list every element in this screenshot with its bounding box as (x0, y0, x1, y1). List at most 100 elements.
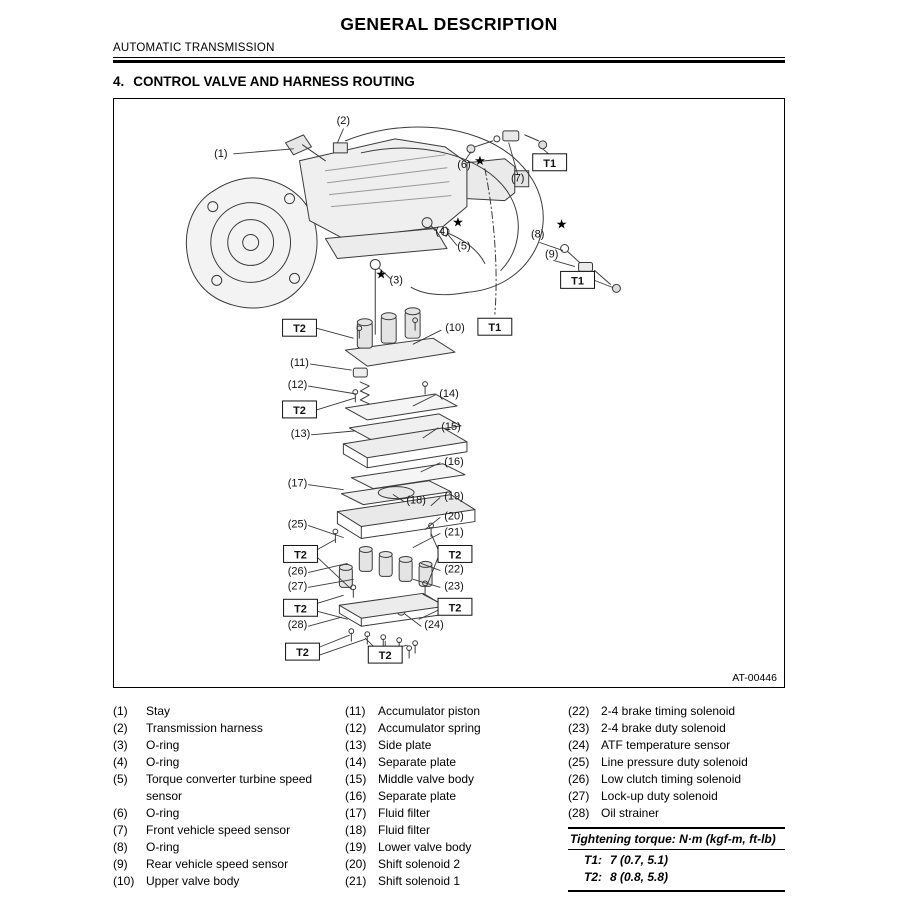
legend-item-label: O-ring (146, 738, 180, 752)
valve-body-stack (336, 307, 476, 627)
star-icon: ★ (556, 217, 568, 232)
torque-ref-box-t2: T2 (282, 318, 317, 337)
callout-26: (26) (288, 565, 307, 577)
legend-item-number: (26) (568, 772, 590, 786)
legend-item-number: (3) (113, 738, 128, 752)
legend-item-label: Fluid filter (378, 806, 431, 820)
legend-item-number: (28) (568, 806, 590, 820)
torque-row-key: T1: (584, 853, 602, 867)
legend-item-number: (14) (345, 755, 367, 769)
svg-text:T2: T2 (449, 549, 462, 561)
legend-item-label: Torque converter turbine speed sensor (146, 772, 313, 803)
legend-item: (20)Shift solenoid 2 (345, 856, 568, 873)
legend-item: (9) Rear vehicle speed sensor (113, 856, 345, 873)
svg-text:T2: T2 (294, 549, 307, 561)
svg-text:T1: T1 (488, 322, 501, 334)
legend-item-label: Oil strainer (601, 806, 660, 820)
chapter-heading: 4.CONTROL VALVE AND HARNESS ROUTING (113, 74, 785, 89)
legend-item: (18) Fluid filter (345, 822, 568, 839)
legend-item: (25) Line pressure duty solenoid (568, 754, 785, 771)
legend-item-label: Rear vehicle speed sensor (146, 857, 289, 871)
star-icon: ★ (474, 153, 486, 168)
torque-heading: Tightening torque: N·m (kgf-m, ft-lb) (568, 829, 785, 850)
legend-item: (12)Accumulator spring (345, 720, 568, 737)
legend-item-number: (6) (113, 806, 128, 820)
torque-ref-box-t2: T2 (282, 400, 317, 419)
torque-ref-box-t2: T2 (285, 642, 320, 661)
legend-item: (24)ATF temperature sensor (568, 737, 785, 754)
header-rule-thin (113, 57, 785, 58)
legend-item-label: Lock-up duty solenoid (601, 789, 718, 803)
chapter-number: 4. (113, 74, 125, 89)
legend-item-number: (9) (113, 857, 128, 871)
legend-item-label: Lower valve body (378, 840, 472, 854)
torque-ref-box-t2: T2 (437, 597, 473, 616)
legend-item-label: Line pressure duty solenoid (601, 755, 748, 769)
callout-1: (1) (214, 148, 227, 160)
callout-23: (23) (444, 580, 463, 592)
svg-text:T2: T2 (293, 405, 306, 417)
legend-item-number: (25) (568, 755, 590, 769)
legend-item: (21)Shift solenoid 1 (345, 873, 568, 890)
legend-item-label: Low clutch timing solenoid (601, 772, 742, 786)
torque-row-value: 8 (0.8, 5.8) (610, 870, 669, 884)
callout-24: (24) (424, 619, 443, 631)
legend-item: (13)Side plate (345, 737, 568, 754)
legend-item-number: (13) (345, 738, 367, 752)
torque-ref-box-t2: T2 (367, 645, 403, 664)
legend-item: (5)Torque converter turbine speed sensor (113, 771, 345, 805)
legend-item-number: (2) (113, 721, 128, 735)
page-title: GENERAL DESCRIPTION (340, 14, 558, 34)
torque-rows: T1: 7 (0.7, 5.1) T2:8 (0.8, 5.8) (568, 850, 785, 890)
legend-item-label: O-ring (146, 806, 180, 820)
legend-item-number: (20) (345, 857, 367, 871)
speed-sensors (369, 130, 621, 335)
figure-box: (1)(2)(3)(4)(5)(6)(7)(8)(9)(10)(11)(12)(… (113, 98, 785, 688)
legend-item-number: (10) (113, 874, 135, 888)
legend-item-label: Separate plate (378, 789, 457, 803)
legend-item-label: Separate plate (378, 755, 457, 769)
legend-item-label: Fluid filter (378, 823, 431, 837)
legend-item-number: (22) (568, 704, 590, 718)
legend-item: (27) Lock-up duty solenoid (568, 788, 785, 805)
callout-3: (3) (389, 274, 402, 286)
legend-item: (10)Upper valve body (113, 873, 345, 890)
legend-item-number: (12) (345, 721, 367, 735)
legend-item-number: (27) (568, 789, 590, 803)
legend-item-label: Stay (146, 704, 171, 718)
callout-14: (14) (439, 388, 458, 400)
legend-item-number: (1) (113, 704, 128, 718)
torque-ref-box-t2: T2 (283, 598, 318, 617)
page-content: AUTOMATIC TRANSMISSION 4.CONTROL VALVE A… (113, 42, 785, 892)
transmission-case (285, 134, 530, 259)
legend-item: (23) 2-4 brake duty solenoid (568, 720, 785, 737)
legend-item-label: Shift solenoid 1 (378, 874, 461, 888)
figure-overlays: (1)(2)(3)(4)(5)(6)(7)(8)(9)(10)(11)(12)(… (214, 115, 596, 664)
control-valve-diagram: (1)(2)(3)(4)(5)(6)(7)(8)(9)(10)(11)(12)(… (185, 115, 621, 664)
leader-lines (233, 128, 613, 656)
legend-item-label: 2-4 brake duty solenoid (601, 721, 726, 735)
legend-item: (17)Fluid filter (345, 805, 568, 822)
callout-7: (7) (511, 173, 524, 185)
torque-row: T2:8 (0.8, 5.8) (568, 869, 785, 886)
callout-21: (21) (444, 527, 463, 539)
legend-item-label: Middle valve body (378, 772, 475, 786)
header-rule-thick (113, 60, 785, 63)
callout-6: (6) (457, 159, 470, 171)
torque-row-value: 7 (0.7, 5.1) (610, 853, 669, 867)
legend-item: (2)Transmission harness (113, 720, 345, 737)
callout-4: (4) (435, 226, 448, 238)
legend-item-label: O-ring (146, 840, 180, 854)
legend-item: (1) Stay (113, 703, 345, 720)
legend-item-number: (18) (345, 823, 367, 837)
legend-column-2: (11)Accumulator piston(12)Accumulator sp… (345, 703, 568, 892)
callout-19: (19) (444, 491, 463, 503)
legend-item: (14) Separate plate (345, 754, 568, 771)
legend-item-number: (8) (113, 840, 128, 854)
svg-text:T2: T2 (379, 650, 392, 662)
legend-item-label: 2-4 brake timing solenoid (601, 704, 736, 718)
callout-5: (5) (457, 240, 470, 252)
legend-item-number: (16) (345, 789, 367, 803)
legend-item-number: (23) (568, 721, 590, 735)
callout-27: (27) (288, 580, 307, 592)
